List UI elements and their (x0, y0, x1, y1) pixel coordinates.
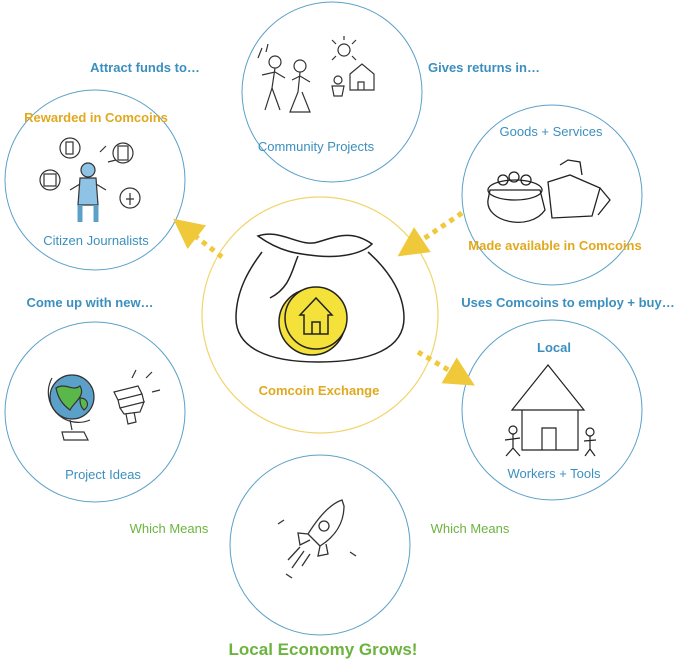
rocket-icon (278, 500, 356, 578)
local-header: Local (537, 340, 571, 355)
arrow-to-local (418, 352, 462, 378)
arrow-to-journalists (185, 228, 222, 257)
community-projects-circle (242, 2, 422, 182)
connector-attract-funds: Attract funds to… (90, 60, 200, 75)
project-ideas-label: Project Ideas (65, 467, 141, 482)
community-projects-label: Community Projects (258, 139, 375, 154)
arrow-from-goods (410, 213, 462, 248)
economy-grows-circle (230, 455, 410, 635)
community-people-illustration (258, 36, 374, 112)
goods-available-label: Made available in Comcoins (468, 238, 641, 253)
citizen-journalists-label: Citizen Journalists (43, 233, 149, 248)
connector-which-means-left: Which Means (130, 521, 209, 536)
globe-bulb-illustration (48, 370, 160, 440)
workers-tools-label: Workers + Tools (507, 466, 601, 481)
goods-services-label: Goods + Services (500, 124, 603, 139)
journalist-illustration (40, 138, 140, 222)
connector-gives-returns: Gives returns in… (428, 60, 540, 75)
connector-which-means-right: Which Means (431, 521, 510, 536)
journalists-reward-header: Rewarded in Comcoins (24, 110, 168, 125)
local-economy-grows-label: Local Economy Grows! (229, 640, 418, 659)
connector-uses-comcoins: Uses Comcoins to employ + buy… (461, 295, 674, 310)
goods-baskets-illustration (488, 160, 610, 222)
comcoin-exchange-label: Comcoin Exchange (259, 383, 380, 398)
local-hut-illustration (505, 365, 596, 456)
money-bag-icon (236, 234, 404, 362)
connector-come-up: Come up with new… (26, 295, 153, 310)
